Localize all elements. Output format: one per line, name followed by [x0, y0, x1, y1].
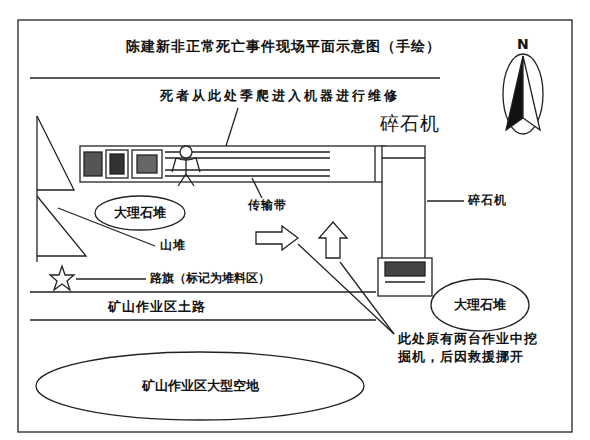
crusher-head — [84, 152, 102, 176]
crusher-part — [137, 155, 157, 173]
part-label: 路旗（标记为堆料区） — [150, 271, 270, 285]
conveyor-belt — [165, 157, 330, 158]
road-edge — [30, 291, 376, 292]
node-text: 大理石堆 — [94, 204, 186, 222]
deceased-figure — [172, 146, 200, 186]
crusher-part — [110, 154, 124, 174]
conveyor-belt — [165, 169, 330, 170]
node-text: 大理石堆 — [430, 296, 530, 314]
road-edge — [30, 319, 376, 320]
conveyor-belt — [165, 175, 330, 176]
crusher-truck — [385, 262, 425, 276]
area-label: 矿山作业区土路 — [108, 299, 206, 315]
part-label: 传输带 — [248, 198, 287, 212]
crusher-part — [382, 157, 425, 158]
part-label: 碎石机 — [468, 193, 507, 207]
top-line — [30, 77, 440, 78]
part-label: 山堆 — [160, 238, 186, 252]
leader-line — [226, 108, 238, 146]
mountain-pile — [37, 196, 86, 256]
crusher-part — [132, 150, 162, 178]
mountain-pile — [37, 116, 74, 190]
open-ground-ellipse: 矿山作业区大型空地 — [35, 351, 365, 421]
leader-line — [340, 262, 394, 334]
crusher-truck — [385, 281, 425, 282]
machine-label: 碎石机 — [380, 112, 440, 135]
compass-needle — [523, 56, 540, 130]
leader-line — [76, 278, 146, 279]
leader-line — [427, 200, 464, 201]
marble-pile-ellipse: 大理石堆 — [430, 278, 530, 332]
crusher-end — [374, 146, 375, 182]
frame — [18, 20, 572, 432]
leader-line — [298, 244, 394, 334]
note-text: 死者从此处季爬进入机器进行维修 — [160, 88, 400, 104]
marble-pile-ellipse: 大理石堆 — [94, 195, 186, 231]
pile-edge — [36, 116, 37, 262]
hollow-arrow — [256, 226, 298, 250]
compass-north: N — [517, 36, 529, 53]
crusher-body — [382, 146, 425, 260]
flag-star — [50, 266, 74, 290]
crusher-body — [80, 146, 385, 182]
crusher-truck — [378, 258, 432, 296]
compass-needle — [506, 56, 523, 130]
note-text: 此处原有两台作业中挖掘机，后因救援挪开 — [398, 330, 540, 365]
hollow-arrow — [319, 222, 347, 258]
leader-line — [252, 178, 262, 198]
node-text: 矿山作业区大型空地 — [35, 377, 365, 395]
diagram-title: 陈建新非正常死亡事件现场平面示意图（手绘） — [126, 38, 441, 55]
compass-ring — [503, 54, 543, 134]
crusher-part — [106, 150, 128, 178]
